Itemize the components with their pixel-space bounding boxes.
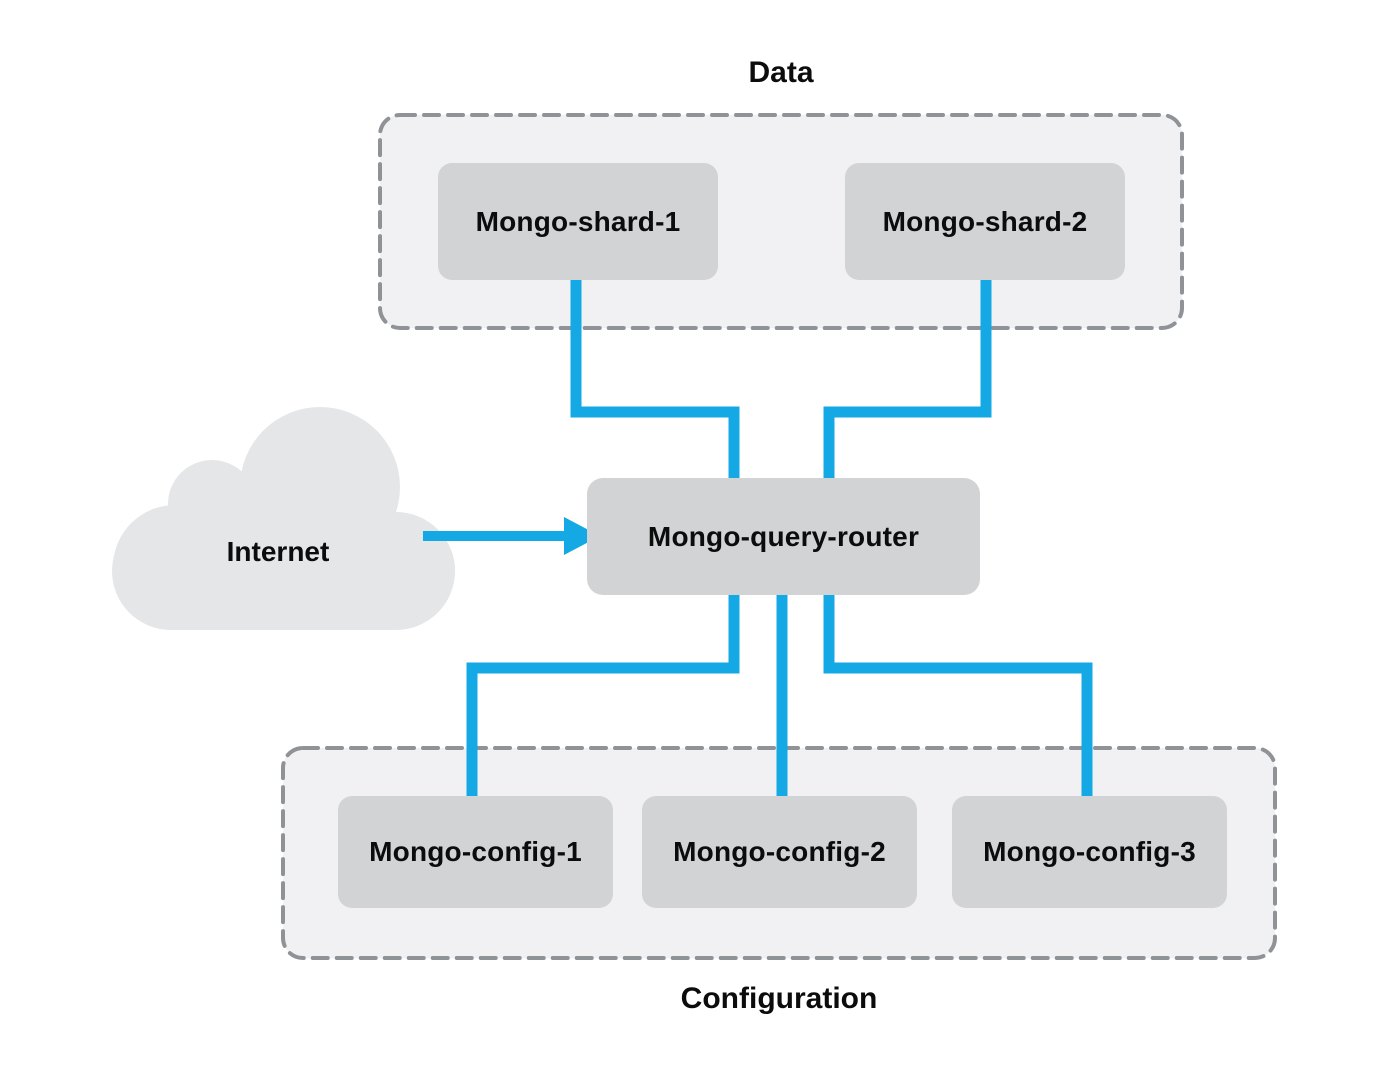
connector-shard2-router	[823, 280, 992, 478]
node-mongo-query-router: Mongo-query-router	[587, 478, 980, 595]
node-mongo-shard-2: Mongo-shard-2	[845, 163, 1125, 280]
connector-router-config3	[823, 595, 1093, 796]
configuration-group-label: Configuration	[680, 982, 878, 1015]
internet-router-arrow	[423, 517, 600, 555]
node-mongo-config-1: Mongo-config-1	[338, 796, 613, 908]
connector-router-config1	[466, 595, 740, 796]
data-group-label: Data	[748, 56, 814, 89]
node-mongo-shard-1: Mongo-shard-1	[438, 163, 718, 280]
node-mongo-config-3: Mongo-config-3	[952, 796, 1227, 908]
arrow-head-icon	[564, 517, 600, 555]
node-mongo-config-2: Mongo-config-2	[642, 796, 917, 908]
connector-shard1-router	[570, 280, 740, 478]
internet-label: Internet	[226, 536, 330, 567]
internet-cloud-icon	[112, 407, 455, 630]
